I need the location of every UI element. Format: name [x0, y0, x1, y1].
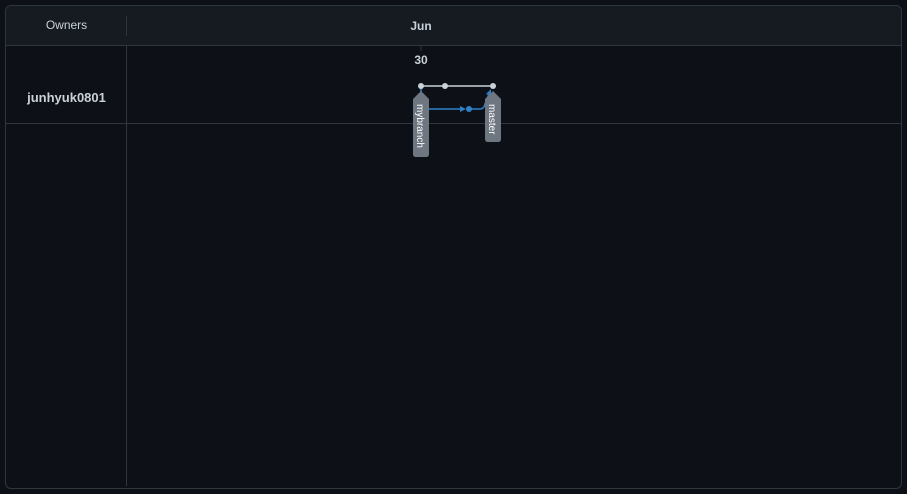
branch-name: master — [486, 104, 497, 135]
owners-column-divider — [126, 46, 127, 486]
owners-column-header: Owners — [45, 18, 88, 32]
commit-dot[interactable] — [442, 83, 448, 89]
day-label: 30 — [414, 53, 428, 67]
branch-label-master[interactable]: master — [485, 91, 501, 142]
owner-name[interactable]: junhyuk0801 — [27, 90, 106, 105]
commit-dot[interactable] — [490, 83, 496, 89]
mybranch-arrow-icon — [460, 106, 466, 112]
branch-label-mybranch[interactable]: mybranch — [413, 91, 429, 157]
merge-line — [469, 93, 490, 110]
owner-row-divider — [6, 123, 901, 124]
graph-header: Owners Jun — [6, 6, 901, 46]
commit-dot[interactable] — [466, 106, 472, 112]
month-label: Jun — [410, 19, 432, 33]
commit-dot[interactable] — [418, 83, 424, 89]
header-divider — [126, 16, 127, 36]
branch-name: mybranch — [414, 104, 425, 148]
